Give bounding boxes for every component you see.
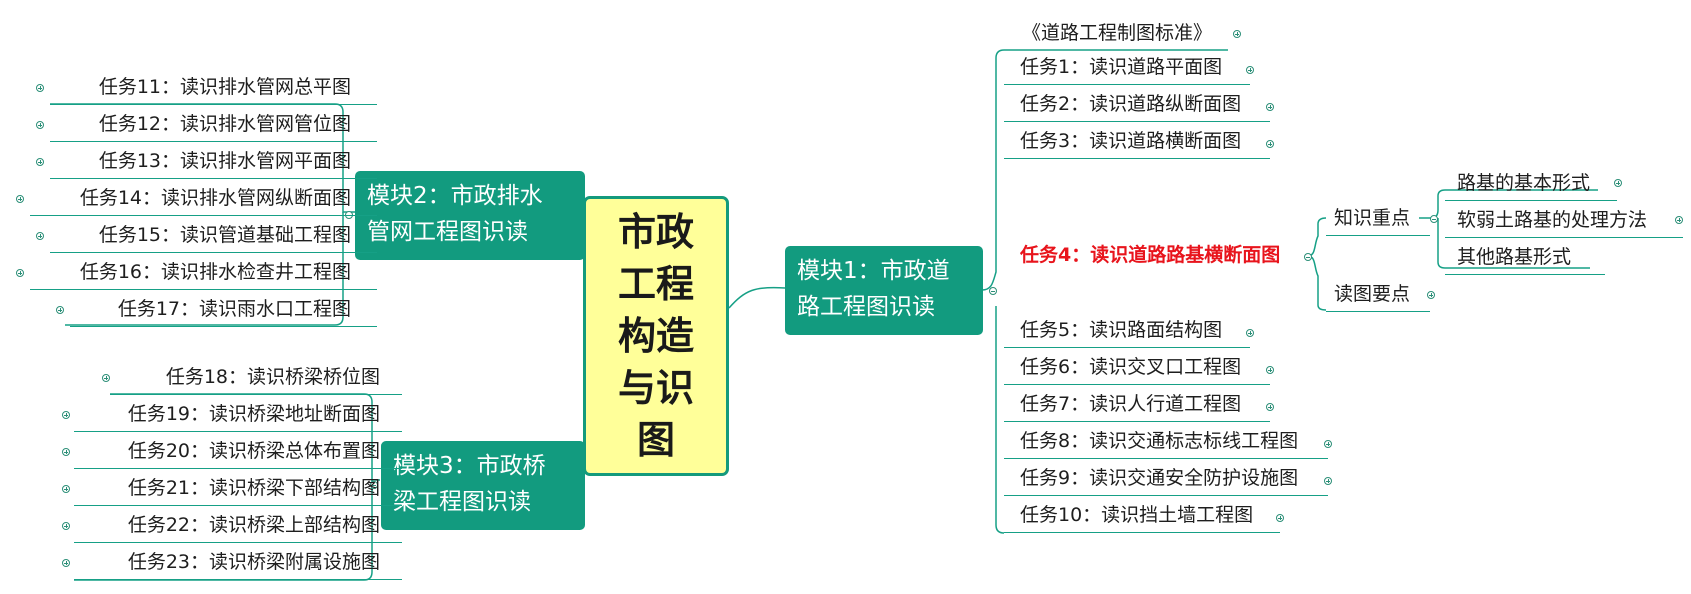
expand-icon[interactable] [62,522,70,530]
knowledge-collapse-icon[interactable] [1430,215,1438,223]
expand-icon[interactable] [36,232,44,240]
expand-icon[interactable] [1266,103,1274,111]
module-1-collapse-icon[interactable] [989,287,997,295]
task-17[interactable]: 任务17：读识雨水口工程图 [70,292,377,327]
expand-icon[interactable] [16,269,24,277]
task-22[interactable]: 任务22：读识桥梁上部结构图 [74,508,402,543]
knowledge-item-1[interactable]: 路基的基本形式 [1445,166,1617,201]
task-15[interactable]: 任务15：读识管道基础工程图 [50,218,377,253]
task-10[interactable]: 任务10：读识挡土墙工程图 [1004,498,1280,533]
task-9[interactable]: 任务9：读识交通安全防护设施图 [1004,461,1328,496]
task-3[interactable]: 任务3：读识道路横断面图 [1004,124,1270,159]
task-6[interactable]: 任务6：读识交叉口工程图 [1004,350,1270,385]
expand-icon[interactable] [36,158,44,166]
task-2[interactable]: 任务2：读识道路纵断面图 [1004,87,1270,122]
expand-icon[interactable] [62,485,70,493]
expand-icon[interactable] [36,121,44,129]
expand-icon[interactable] [56,306,64,314]
task-4-collapse-icon[interactable] [1304,253,1312,261]
task-20[interactable]: 任务20：读识桥梁总体布置图 [74,434,402,469]
expand-icon[interactable] [62,448,70,456]
expand-icon[interactable] [1233,30,1241,38]
knowledge-item-3[interactable]: 其他路基形式 [1445,240,1605,275]
module-3-collapse-icon[interactable] [370,481,378,489]
task-21[interactable]: 任务21：读识桥梁下部结构图 [74,471,402,506]
expand-icon[interactable] [1324,477,1332,485]
expand-icon[interactable] [36,84,44,92]
expand-icon[interactable] [1614,179,1622,187]
task-road-standard[interactable]: 《道路工程制图标准》 [1022,22,1213,44]
expand-icon[interactable] [102,374,110,382]
expand-icon[interactable] [1266,403,1274,411]
task-23[interactable]: 任务23：读识桥梁附属设施图 [74,545,402,580]
task-11[interactable]: 任务11：读识排水管网总平图 [50,70,377,105]
task-4[interactable]: 任务4：读识道路路基横断面图 [1020,244,1281,266]
module-1-line-2: 路工程图识读 [797,294,935,320]
module-1-node[interactable]: 模块1：市政道 路工程图识读 [785,246,983,335]
knowledge-item-2[interactable]: 软弱土路基的处理方法 [1445,203,1683,238]
task-14[interactable]: 任务14：读识排水管网纵断面图 [30,181,377,216]
task-13[interactable]: 任务13：读识排水管网平面图 [50,144,377,179]
task-18[interactable]: 任务18：读识桥梁桥位图 [110,360,402,395]
expand-icon[interactable] [1324,440,1332,448]
task-5[interactable]: 任务5：读识路面结构图 [1004,313,1250,348]
expand-icon[interactable] [1246,66,1254,74]
central-topic[interactable]: 市政工程构造与识图 [583,196,729,476]
expand-icon[interactable] [1246,329,1254,337]
module-1-line-1: 模块1：市政道 [797,258,950,284]
task-16[interactable]: 任务16：读识排水检查井工程图 [30,255,377,290]
task-8[interactable]: 任务8：读识交通标志标线工程图 [1004,424,1328,459]
task-12[interactable]: 任务12：读识排水管网管位图 [50,107,377,142]
module-2-node[interactable]: 模块2：市政排水 管网工程图识读 [355,171,585,260]
module-3-line-2: 梁工程图识读 [393,489,531,515]
module-2-line-2: 管网工程图识读 [367,219,528,245]
module-3-node[interactable]: 模块3：市政桥 梁工程图识读 [381,441,585,530]
expand-icon[interactable] [62,411,70,419]
module-3-line-1: 模块3：市政桥 [393,453,546,479]
expand-icon[interactable] [16,195,24,203]
task-1[interactable]: 任务1：读识道路平面图 [1004,50,1250,85]
central-topic-title: 市政工程构造与识图 [617,210,694,462]
reading-points-node[interactable]: 读图要点 [1326,277,1430,312]
knowledge-points-node[interactable]: 知识重点 [1326,201,1430,236]
task-19[interactable]: 任务19：读识桥梁地址断面图 [74,397,402,432]
module-2-line-1: 模块2：市政排水 [367,183,543,209]
expand-icon[interactable] [1675,216,1683,224]
expand-icon[interactable] [62,559,70,567]
expand-icon[interactable] [1427,291,1435,299]
task-7[interactable]: 任务7：读识人行道工程图 [1004,387,1270,422]
expand-icon[interactable] [1266,366,1274,374]
expand-icon[interactable] [1276,514,1284,522]
expand-icon[interactable] [1266,140,1274,148]
